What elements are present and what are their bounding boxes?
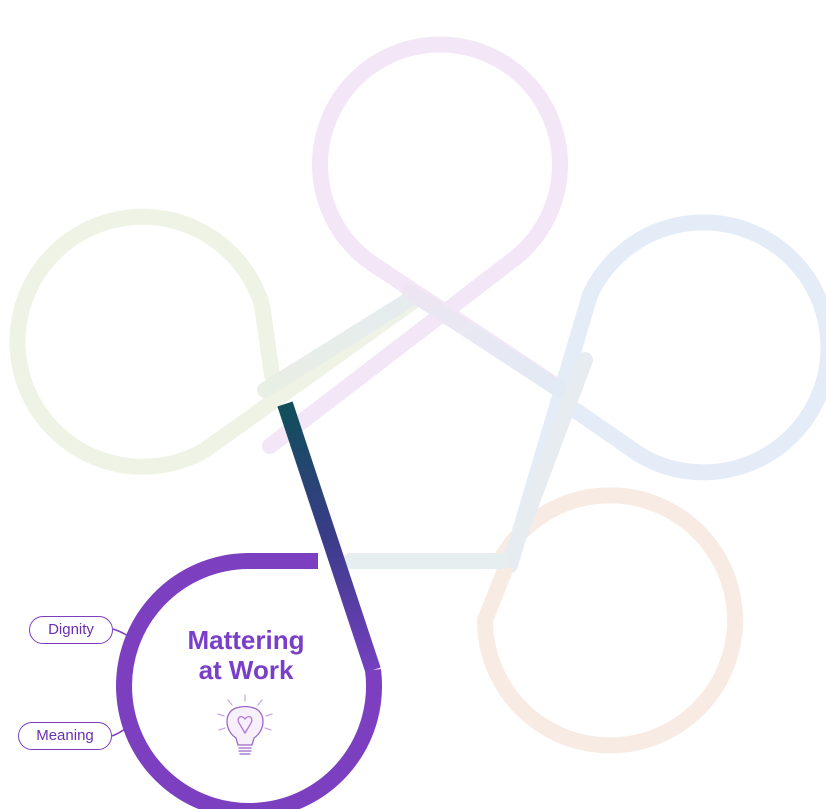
left-loop bbox=[9, 208, 423, 475]
top-loop bbox=[262, 36, 568, 454]
right-lower-connector bbox=[502, 352, 593, 568]
meaning-tag[interactable]: Meaning bbox=[18, 722, 112, 750]
meaning-tag-line bbox=[111, 727, 127, 737]
right-loop bbox=[502, 214, 826, 573]
active-loop bbox=[116, 553, 383, 809]
left-connector bbox=[257, 290, 420, 398]
dignity-tag[interactable]: Dignity bbox=[29, 616, 113, 644]
dignity-tag-line bbox=[112, 628, 129, 637]
center-title-line1: Mattering bbox=[187, 625, 305, 655]
right-connector bbox=[402, 284, 568, 398]
center-title: Mattering at Work bbox=[148, 625, 344, 685]
active-connector bbox=[277, 401, 381, 673]
lightbulb-heart-icon bbox=[217, 694, 273, 755]
center-title-line2: at Work bbox=[198, 655, 294, 685]
bottom-right-loop bbox=[342, 487, 743, 754]
